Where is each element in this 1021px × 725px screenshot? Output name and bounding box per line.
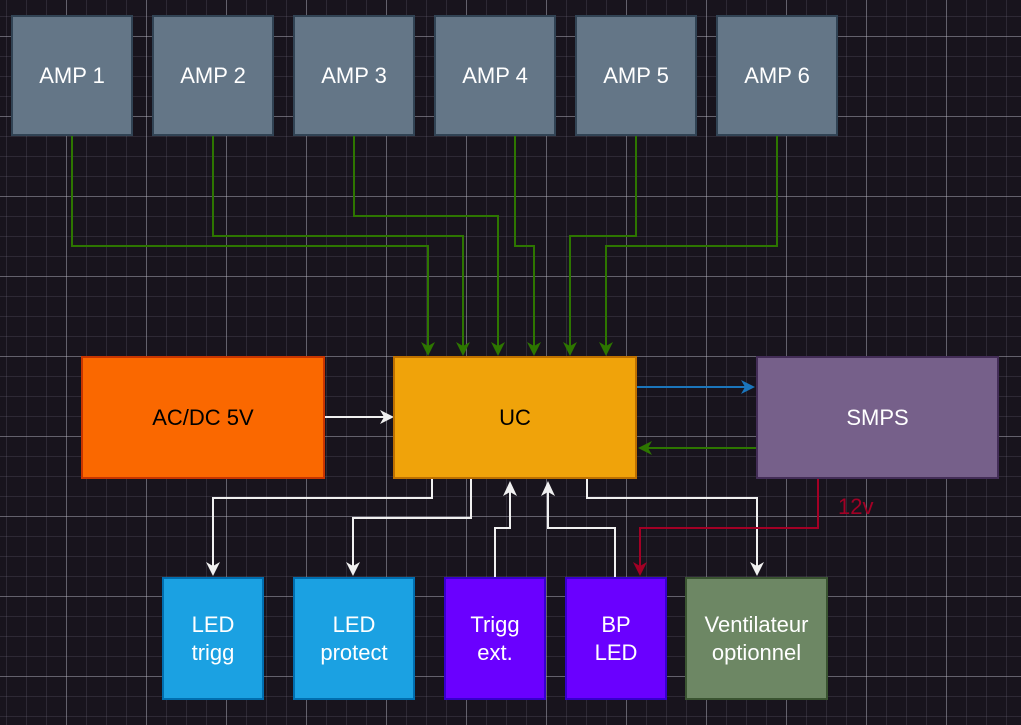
ventilateur-label-line2: optionnel (711, 639, 802, 665)
arrowhead (503, 481, 517, 496)
amp-2-label: AMP 2 (180, 62, 246, 88)
arrowhead (599, 342, 613, 356)
amp-1-block[interactable]: AMP 1 (11, 15, 133, 136)
amp-1-label: AMP 1 (39, 62, 105, 88)
ventilateur-block[interactable]: Ventilateur optionnel (685, 577, 828, 700)
connector-uc-led-trigg (212, 479, 433, 566)
connector-amp5-uc (569, 136, 637, 346)
arrowhead (741, 380, 755, 394)
amp-3-block[interactable]: AMP 3 (293, 15, 415, 136)
amp-5-block[interactable]: AMP 5 (575, 15, 697, 136)
uc-block[interactable]: UC (393, 356, 637, 479)
uc-label: UC (499, 404, 531, 430)
led-protect-label-line2: protect (320, 639, 388, 665)
arrowhead (421, 342, 435, 356)
connector-amp2-uc (212, 136, 464, 346)
bp-led-block[interactable]: BP LED (565, 577, 667, 700)
acdc-5v-block[interactable]: AC/DC 5V (81, 356, 325, 479)
arrowhead (541, 481, 555, 496)
arrowhead (380, 410, 394, 424)
arrowhead (633, 562, 647, 576)
bp-led-label-line2: LED (594, 639, 638, 665)
arrowhead (527, 342, 541, 356)
amp-2-block[interactable]: AMP 2 (152, 15, 274, 136)
amp-5-label: AMP 5 (603, 62, 669, 88)
amp-3-label: AMP 3 (321, 62, 387, 88)
arrowhead (563, 342, 577, 356)
bp-led-label-line1: BP (601, 611, 631, 637)
arrowhead (206, 562, 220, 576)
led-trigg-block[interactable]: LED trigg (162, 577, 264, 700)
connector-amp6-uc (605, 136, 778, 346)
acdc-label: AC/DC 5V (152, 404, 254, 430)
arrowhead (750, 562, 764, 576)
smps-label: SMPS (846, 404, 909, 430)
amp-6-block[interactable]: AMP 6 (716, 15, 838, 136)
connector-smps-bp-led-12v (639, 479, 819, 566)
arrowhead (456, 342, 470, 356)
connector-uc-ventilateur (586, 479, 758, 566)
connector-amp3-uc (353, 136, 499, 346)
ventilateur-label-line1: Ventilateur (704, 611, 809, 637)
trigg-ext-label-line1: Trigg (470, 611, 520, 637)
edge-label-12v: 12v (838, 494, 874, 519)
connector-trigg-ext-uc (494, 492, 511, 578)
connector-amp1-uc (71, 136, 429, 346)
led-trigg-label-line1: LED (191, 611, 235, 637)
amp-4-label: AMP 4 (462, 62, 528, 88)
trigg-ext-block[interactable]: Trigg ext. (444, 577, 546, 700)
arrowhead (346, 562, 360, 576)
amp-4-block[interactable]: AMP 4 (434, 15, 556, 136)
arrowhead (638, 441, 652, 455)
led-protect-block[interactable]: LED protect (293, 577, 415, 700)
trigg-ext-label-line2: ext. (477, 639, 513, 665)
amp-6-label: AMP 6 (744, 62, 810, 88)
led-trigg-label-line2: trigg (191, 639, 235, 665)
led-protect-label-line1: LED (332, 611, 376, 637)
arrowhead (491, 342, 505, 356)
smps-block[interactable]: SMPS (756, 356, 999, 479)
connector-bp-led-uc (547, 492, 616, 578)
connector-uc-led-protect (352, 479, 472, 566)
connector-amp4-uc (514, 136, 535, 346)
